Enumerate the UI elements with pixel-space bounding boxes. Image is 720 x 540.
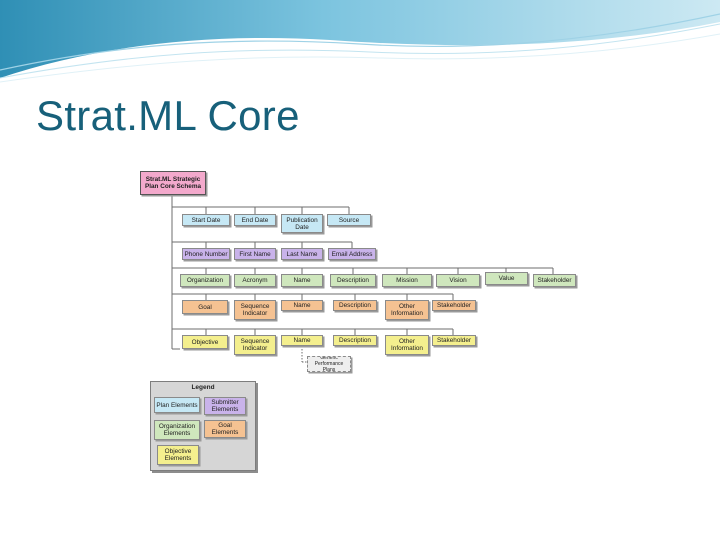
- legend-goal-elements: Goal Elements: [204, 420, 246, 438]
- legend-plan-elements: Plan Elements: [154, 397, 200, 413]
- node-end-date: End Date: [234, 214, 276, 226]
- node-generic-performance-plans: Generic Performance Plans: [307, 356, 351, 372]
- slide-title: Strat.ML Core: [36, 92, 300, 139]
- wave-banner: [0, 0, 720, 83]
- node-email-address: Email Address: [328, 248, 376, 260]
- node-objective-sequence-indicator: Sequence Indicator: [234, 335, 276, 355]
- node-objective-other-information: Other Information: [385, 335, 429, 355]
- node-goal-other-information: Other Information: [385, 300, 429, 320]
- node-acronym: Acronym: [234, 274, 276, 287]
- node-source: Source: [327, 214, 371, 226]
- node-start-date: Start Date: [182, 214, 230, 226]
- node-mission: Mission: [382, 274, 432, 287]
- node-last-name: Last Name: [281, 248, 323, 260]
- legend-objective-elements: Objective Elements: [157, 445, 199, 465]
- legend-organization-elements: Organization Elements: [154, 420, 200, 440]
- node-value: Value: [485, 272, 528, 285]
- root-node: Strat.ML Strategic Plan Core Schema: [140, 171, 206, 195]
- node-org-description: Description: [330, 274, 376, 287]
- node-phone-number: Phone Number: [182, 248, 230, 260]
- node-objective-description: Description: [333, 335, 377, 346]
- node-first-name: First Name: [234, 248, 276, 260]
- node-objective: Objective: [182, 335, 228, 349]
- node-org-name: Name: [281, 274, 323, 287]
- node-goal: Goal: [182, 300, 228, 314]
- node-goal-description: Description: [333, 300, 377, 311]
- node-org-stakeholder: Stakeholder: [533, 274, 576, 287]
- node-goal-sequence-indicator: Sequence Indicator: [234, 300, 276, 320]
- legend-submitter-elements: Submitter Elements: [204, 397, 246, 415]
- node-goal-stakeholder: Stakeholder: [432, 300, 476, 311]
- node-organization: Organization: [180, 274, 230, 287]
- node-publication-date: Publication Date: [281, 214, 323, 233]
- legend: Legend Plan Elements Submitter Elements …: [150, 381, 256, 471]
- node-vision: Vision: [436, 274, 480, 287]
- legend-title: Legend: [191, 384, 215, 391]
- node-objective-name: Name: [281, 335, 323, 346]
- node-goal-name: Name: [281, 300, 323, 311]
- node-objective-stakeholder: Stakeholder: [432, 335, 476, 346]
